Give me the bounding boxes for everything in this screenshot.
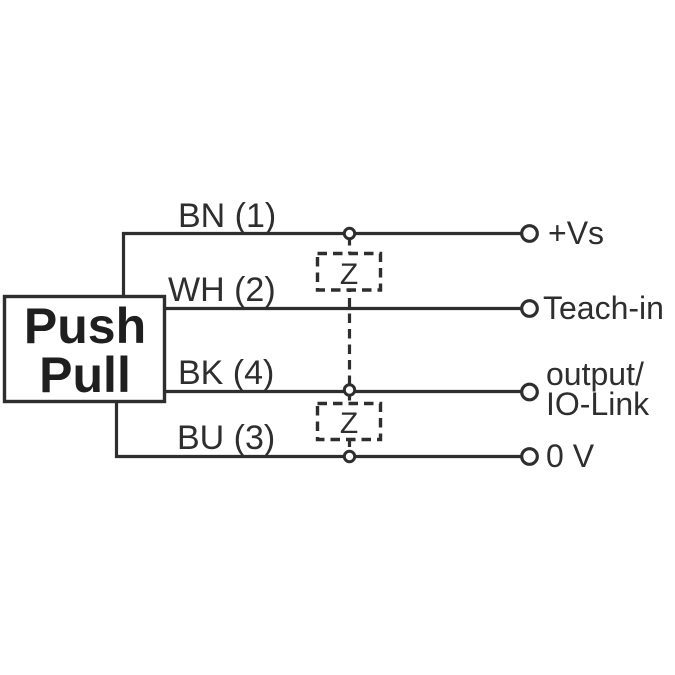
terminal-label-vs: +Vs bbox=[548, 215, 604, 251]
impedance-symbol-1: Z bbox=[340, 258, 358, 291]
terminal-label-output-line2: IO-Link bbox=[546, 386, 650, 422]
terminal-label-teach-in: Teach-in bbox=[543, 290, 664, 326]
junction-node-bu bbox=[342, 449, 357, 464]
impedance-symbol-2: Z bbox=[340, 407, 358, 440]
junction-node-bn bbox=[342, 226, 357, 241]
wire-label-bk: BK (4) bbox=[178, 354, 274, 392]
impedance-box-1 bbox=[315, 251, 383, 292]
wire-label-bu: BU (3) bbox=[177, 419, 275, 457]
push-pull-box bbox=[2, 294, 167, 404]
terminal-label-0v: 0 V bbox=[546, 438, 595, 474]
junction-node-bk bbox=[342, 383, 357, 397]
wire-bu bbox=[114, 401, 521, 459]
push-pull-label-line2: Pull bbox=[39, 347, 131, 403]
terminal-circle-teach-in bbox=[520, 299, 539, 318]
terminal-circle-vs bbox=[520, 224, 539, 243]
wire-bn bbox=[121, 231, 521, 297]
wire-label-bn: BN (1) bbox=[178, 197, 276, 235]
terminal-circle-output bbox=[520, 382, 539, 402]
terminal-circle-0v bbox=[520, 447, 539, 466]
push-pull-label-line1: Push bbox=[24, 298, 146, 354]
terminal-label-output-line1: output/ bbox=[546, 356, 644, 392]
wire-label-wh: WH (2) bbox=[168, 271, 276, 309]
impedance-box-2 bbox=[315, 401, 383, 442]
